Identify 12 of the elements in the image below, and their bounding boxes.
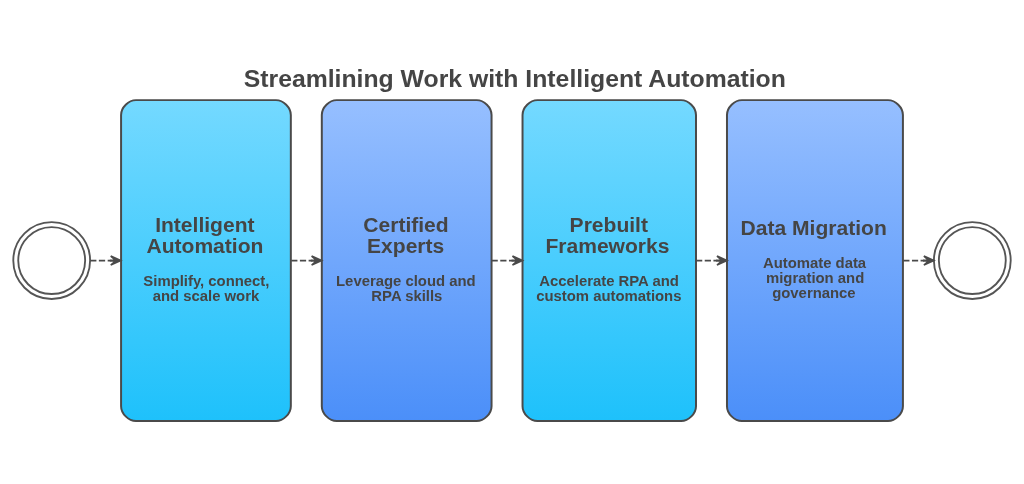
diagram-title: Streamlining Work with Intelligent Automation (243, 64, 786, 92)
node-picture (932, 221, 1012, 300)
node-box: Intelligent Automation Simplify, connect, and scale work (120, 99, 292, 423)
arrow (89, 255, 122, 266)
arrow (490, 255, 524, 266)
node-box: Data Migration Automate data migration and governance (726, 99, 904, 423)
node-box: Certified Experts Leverage cloud and RPA skills (320, 99, 493, 423)
arrow (695, 255, 728, 266)
arrow (290, 255, 323, 266)
node-picture (12, 221, 92, 300)
node-box: Prebuilt Frameworks Accelerate RPA and custom automations (521, 99, 697, 423)
arrow (902, 255, 935, 266)
